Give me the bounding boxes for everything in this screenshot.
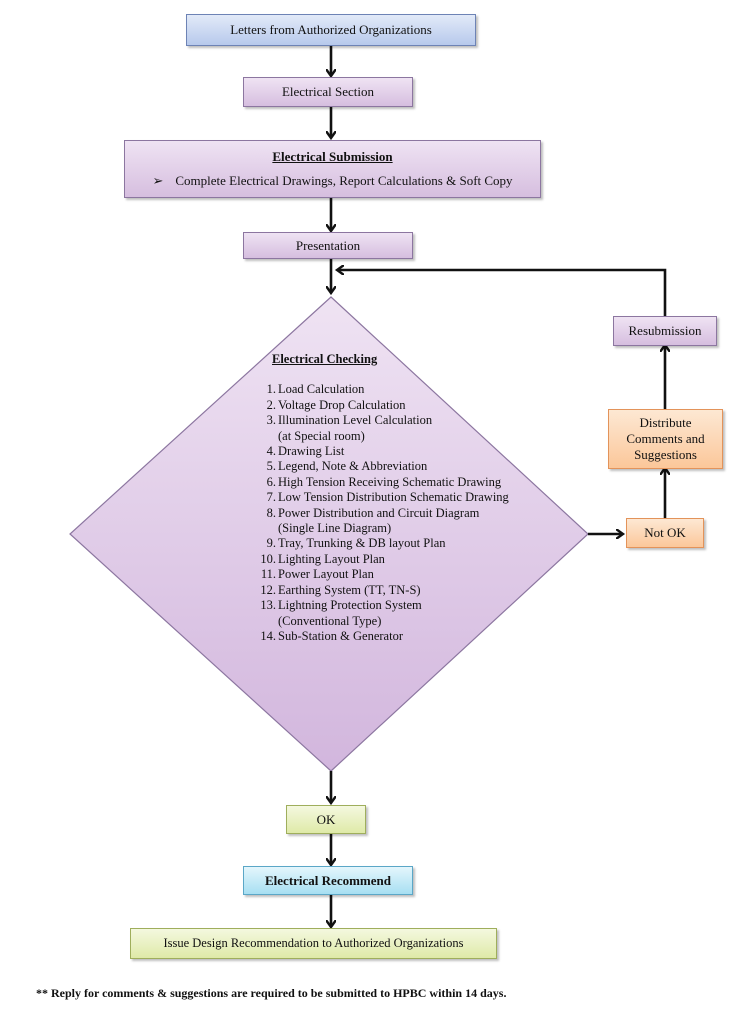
checking-item-number: 12. [260, 582, 276, 597]
checking-item-text: Illumination Level Calculation [278, 413, 433, 428]
electrical-section-box: Electrical Section [243, 77, 413, 107]
checking-item-text: High Tension Receiving Schematic Drawing [278, 474, 502, 489]
checking-item-text: Lightning Protection System [278, 598, 422, 613]
checking-item-text: Power Layout Plan [278, 567, 374, 582]
recommend-label: Electrical Recommend [265, 872, 391, 888]
checking-item: 12.Earthing System (TT, TN-S) [258, 583, 558, 598]
electrical-submission-box: Electrical Submission ➢ Complete Electric… [124, 140, 541, 198]
distribute-label: Distribute Comments and Suggestions [626, 415, 705, 462]
checking-item-text: Earthing System (TT, TN-S) [278, 582, 421, 597]
letters-label: Letters from Authorized Organizations [230, 22, 432, 37]
ok-label: OK [316, 811, 336, 827]
checking-item: 11.Power Layout Plan [258, 567, 558, 582]
arrow-bullet-icon: ➢ [152, 173, 164, 188]
checking-item-number: 3. [266, 413, 276, 428]
not-ok-box: Not OK [626, 518, 704, 548]
issue-label: Issue Design Recommendation to Authorize… [163, 936, 464, 950]
checking-item: 3.Illumination Level Calculation(at Spec… [258, 413, 558, 444]
issue-recommendation-box: Issue Design Recommendation to Authorize… [130, 928, 497, 959]
resubmission-box: Resubmission [613, 316, 717, 346]
ok-box: OK [286, 805, 366, 834]
checking-item: 8.Power Distribution and Circuit Diagram… [258, 506, 558, 537]
checking-item: 10.Lighting Layout Plan [258, 552, 558, 567]
checking-item-number: 13. [260, 598, 276, 613]
checking-item: 2.Voltage Drop Calculation [258, 398, 558, 413]
checking-item-subtext: (Conventional Type) [278, 613, 382, 628]
presentation-label: Presentation [295, 237, 361, 253]
checking-item-number: 1. [266, 382, 276, 397]
checking-item: 7.Low Tension Distribution Schematic Dra… [258, 490, 558, 505]
checking-item-number: 14. [260, 628, 276, 643]
checking-item-text: Low Tension Distribution Schematic Drawi… [278, 490, 509, 505]
checking-title: Electrical Checking [272, 352, 378, 366]
checking-item: 14.Sub-Station & Generator [258, 629, 558, 644]
checking-item: 4.Drawing List [258, 444, 558, 459]
checking-item-subtext: (Single Line Diagram) [278, 521, 392, 536]
electrical-recommend-box: Electrical Recommend [243, 866, 413, 895]
submission-bullet-text: Complete Electrical Drawings, Report Cal… [175, 173, 513, 188]
checking-item: 9.Tray, Trunking & DB layout Plan [258, 536, 558, 551]
electrical-section-label: Electrical Section [281, 84, 375, 99]
submission-title: Electrical Submission [272, 149, 393, 164]
checking-item-number: 10. [260, 551, 276, 566]
checking-item-number: 4. [266, 444, 276, 459]
checking-item-text: Load Calculation [278, 382, 365, 397]
checking-item-number: 5. [266, 459, 276, 474]
checking-item: 5.Legend, Note & Abbreviation [258, 459, 558, 474]
checking-item-text: Power Distribution and Circuit Diagram [278, 505, 480, 520]
submission-bullet-row: ➢ Complete Electrical Drawings, Report Ca… [152, 173, 512, 189]
footer-note: ** Reply for comments & suggestions are … [36, 986, 507, 1000]
checking-item-text: Legend, Note & Abbreviation [278, 459, 428, 474]
checking-item-number: 9. [266, 536, 276, 551]
not-ok-label: Not OK [644, 525, 686, 540]
checking-item-number: 8. [266, 505, 276, 520]
checking-item-number: 11. [260, 567, 276, 582]
distribute-box: Distribute Comments and Suggestions [608, 409, 723, 469]
checking-item-number: 6. [266, 474, 276, 489]
arrow-resubmission-to-presentation [338, 270, 667, 316]
checking-item-number: 7. [266, 490, 276, 505]
resubmission-label: Resubmission [628, 323, 702, 338]
checking-item-text: Voltage Drop Calculation [278, 397, 406, 412]
checking-item-subtext: (at Special room) [278, 428, 365, 443]
checking-item: 6.High Tension Receiving Schematic Drawi… [258, 475, 558, 490]
checking-item: 13.Lightning Protection System(Conventio… [258, 598, 558, 629]
checking-item-text: Tray, Trunking & DB layout Plan [278, 536, 446, 551]
checking-item: 1. Load Calculation [258, 382, 558, 397]
checking-item-text: Drawing List [278, 444, 345, 459]
letters-box: Letters from Authorized Organizations [186, 14, 476, 46]
checking-item-text: Sub-Station & Generator [278, 628, 403, 643]
presentation-box: Presentation [243, 232, 413, 259]
checking-item-number: 2. [266, 397, 276, 412]
checking-item-text: Lighting Layout Plan [278, 551, 385, 566]
